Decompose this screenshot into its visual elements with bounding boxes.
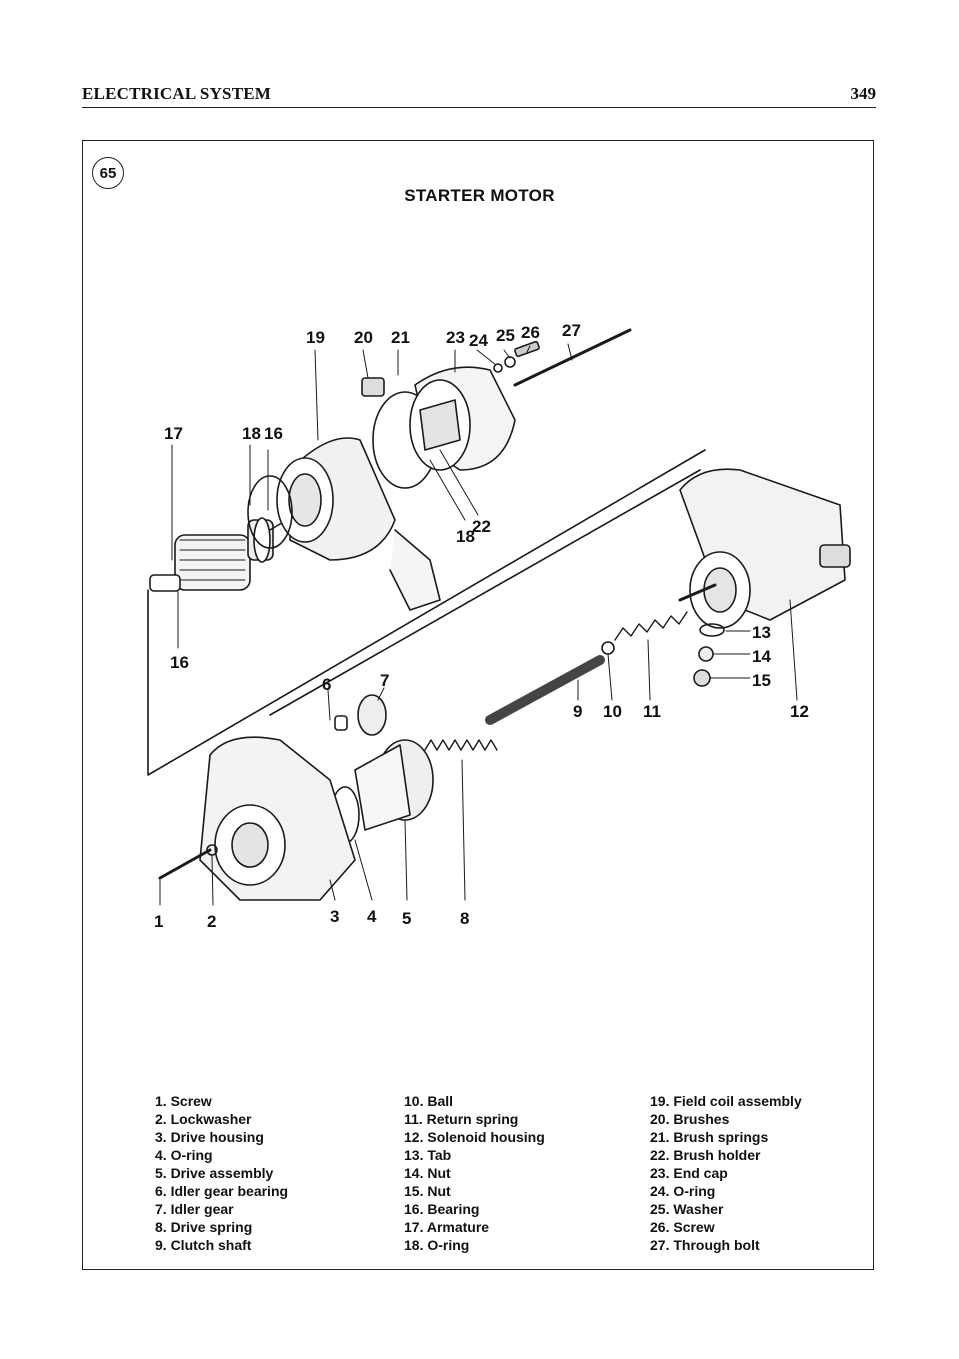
callout-label: 13 [752, 623, 771, 642]
assembly-guide-line [147, 449, 706, 776]
legend-item: 7. Idler gear [155, 1201, 234, 1217]
armature-part [149, 517, 291, 592]
callout-label: 15 [752, 671, 771, 690]
idler-gear-part [357, 694, 387, 736]
legend-item: 9. Clutch shaft [155, 1237, 252, 1253]
return-spring-part [614, 611, 688, 641]
callout-label: 24 [469, 331, 488, 350]
o-ring-part [247, 475, 293, 549]
solenoid-housing-part [679, 468, 851, 629]
o-ring-part [493, 363, 503, 373]
nut-part [693, 669, 711, 687]
legend-column-1: 1. Screw 2. Lockwasher 3. Drive housing … [155, 1092, 288, 1254]
section-title: ELECTRICAL SYSTEM [82, 84, 272, 103]
legend-item: 26. Screw [650, 1219, 715, 1235]
callout-label: 5 [402, 909, 411, 928]
legend-item: 12. Solenoid housing [404, 1129, 545, 1145]
callout-label: 18 [456, 527, 475, 546]
legend-item: 13. Tab [404, 1147, 452, 1163]
legend-item: 19. Field coil assembly [650, 1093, 802, 1109]
callout-label: 26 [521, 323, 540, 342]
callout-label: 10 [603, 702, 622, 721]
legend-item: 11. Return spring [404, 1111, 519, 1127]
washer-part [504, 356, 516, 368]
legend-item: 18. O-ring [404, 1237, 470, 1253]
drive-spring-part [424, 739, 498, 751]
callout-label: 20 [354, 328, 373, 347]
legend-item: 4. O-ring [155, 1147, 213, 1163]
callout-label: 9 [573, 702, 582, 721]
callout-label: 6 [322, 675, 331, 694]
callout-label: 19 [306, 328, 325, 347]
nut-part [698, 646, 714, 662]
legend-column-3: 19. Field coil assembly 20. Brushes 21. … [650, 1092, 802, 1254]
legend-item: 8. Drive spring [155, 1219, 253, 1235]
end-cap-part [409, 366, 516, 471]
lockwasher-part [206, 844, 218, 856]
callout-label: 8 [460, 909, 469, 928]
callout-label: 27 [562, 321, 581, 340]
assembly-guide-line [269, 469, 701, 716]
callout-label: 25 [496, 326, 515, 345]
callout-label: 21 [391, 328, 410, 347]
clutch-shaft-part [485, 655, 605, 725]
legend-item: 6. Idler gear bearing [155, 1183, 289, 1199]
callout-label: 16 [264, 424, 283, 443]
field-coil-assembly-part [276, 437, 441, 611]
legend-item: 23. End cap [650, 1165, 728, 1181]
figure-number-badge: 65 [92, 157, 124, 189]
legend-item: 27. Through bolt [650, 1237, 760, 1253]
legend-item: 10. Ball [404, 1093, 454, 1109]
legend-column-2: 10. Ball 11. Return spring 12. Solenoid … [404, 1092, 545, 1254]
legend-item: 1. Screw [155, 1093, 212, 1109]
callout-label: 22 [472, 517, 491, 536]
idler-gear-bearing-part [334, 715, 348, 731]
callout-label: 7 [380, 671, 389, 690]
legend-item: 21. Brush springs [650, 1129, 769, 1145]
callout-label: 1 [154, 912, 163, 931]
callout-label: 16 [170, 653, 189, 672]
page-number: 349 [850, 84, 877, 103]
callout-label: 23 [446, 328, 465, 347]
legend-item: 24. O-ring [650, 1183, 716, 1199]
callout-label: 17 [164, 424, 183, 443]
callout-label: 2 [207, 912, 216, 931]
legend-item: 2. Lockwasher [155, 1111, 252, 1127]
screw-part [514, 340, 540, 358]
figure-frame [82, 140, 874, 1270]
callout-label: 12 [790, 702, 809, 721]
legend-item: 17. Armature [404, 1219, 490, 1235]
figure-title: STARTER MOTOR [404, 186, 555, 205]
callout-label: 4 [367, 907, 377, 926]
callout-label: 14 [752, 647, 771, 666]
callout-label: 3 [330, 907, 339, 926]
legend-item: 25. Washer [650, 1201, 724, 1217]
ball-part [601, 641, 615, 655]
legend-item: 22. Brush holder [650, 1147, 761, 1163]
legend-item: 5. Drive assembly [155, 1165, 274, 1181]
drive-housing-part [199, 736, 356, 901]
callout-label: 11 [643, 702, 661, 721]
leader-lines [159, 343, 798, 906]
legend-item: 20. Brushes [650, 1111, 730, 1127]
legend-item: 14. Nut [404, 1165, 451, 1181]
through-bolt-part [513, 328, 632, 387]
solenoid-plunger-part [678, 583, 717, 602]
drive-assembly-part [354, 739, 434, 831]
tab-part [699, 623, 725, 637]
figure-number: 65 [99, 164, 117, 182]
brushes-part [361, 377, 385, 397]
screw-part [158, 848, 212, 880]
callout-label: 18 [242, 424, 261, 443]
legend-item: 16. Bearing [404, 1201, 480, 1217]
header-rule [82, 107, 876, 108]
legend-item: 15. Nut [404, 1183, 451, 1199]
legend-item: 3. Drive housing [155, 1129, 264, 1145]
page-header: ELECTRICAL SYSTEM 349 [82, 84, 876, 106]
